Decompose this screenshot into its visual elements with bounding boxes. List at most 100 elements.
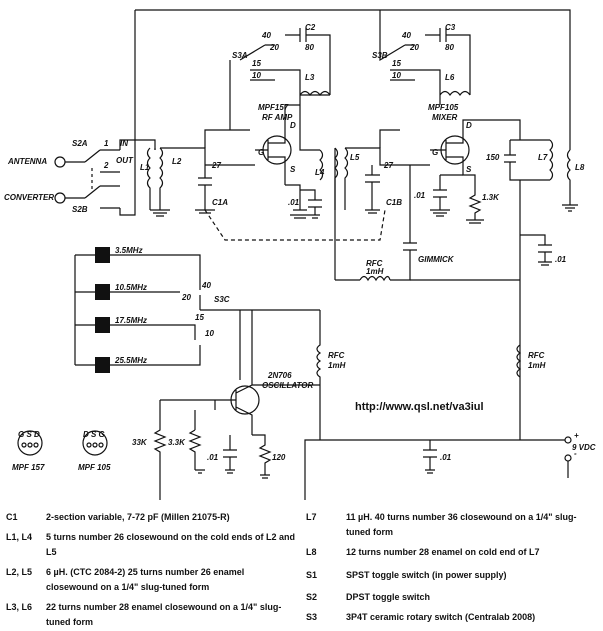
c01-rf-label: .01: [288, 198, 300, 207]
parts-desc: 2-section variable, 7-72 pF (Millen 2107…: [46, 512, 230, 522]
q2-drain-label: D: [466, 121, 472, 130]
parts-ref: L1, L4: [6, 532, 33, 542]
l3-label: L3: [305, 73, 315, 82]
rfc3-value: 1mH: [528, 361, 546, 370]
parts-desc: 3P4T ceramic rotary switch (Centralab 20…: [346, 612, 536, 622]
s3a-label: S3A: [232, 51, 248, 60]
rfc1-value: 1mH: [366, 267, 384, 276]
parts-ref: L8: [306, 547, 317, 557]
rfc3-label: RFC: [528, 351, 545, 360]
s3b-10-label: 10: [392, 71, 401, 80]
supply-voltage-label: 9 VDC: [572, 443, 596, 452]
c2-value: 80: [305, 43, 314, 52]
r3-3k-label: 3.3K: [168, 438, 186, 447]
rfc1-label: RFC: [366, 259, 383, 268]
crystal-25-5mhz-label: 25.5MHz: [114, 356, 147, 365]
parts-ref: L2, L5: [6, 567, 33, 577]
wiring: [54, 9, 578, 500]
s3b-20-label: 20: [409, 43, 419, 52]
pinout-mpf157: [17, 430, 43, 456]
parts-desc: 11 µH. 40 turns number 36 closewound on …: [346, 512, 577, 537]
q1-part-label: MPF157: [258, 103, 289, 112]
parts-desc: 6 µH. (CTC 2084-2) 25 turns number 26 en…: [46, 567, 245, 592]
s3c-15-label: 15: [195, 313, 204, 322]
s3c-20-label: 20: [181, 293, 191, 302]
c3-value: 80: [445, 43, 454, 52]
in-label: IN: [120, 139, 128, 148]
s3c-label: S3C: [214, 295, 230, 304]
l1-label: L1: [140, 163, 150, 172]
pinout-mpf105-pins: D S G: [83, 430, 105, 439]
r33k-label: 33K: [132, 438, 148, 447]
s3a-15-label: 15: [252, 59, 261, 68]
c1b-label: C1B: [386, 198, 402, 207]
parts-desc: DPST toggle switch: [346, 592, 431, 602]
s3c-40-label: 40: [201, 281, 211, 290]
q2-gate-label: G: [432, 148, 438, 157]
supply-minus-label: -: [574, 449, 577, 458]
rfc2-value: 1mH: [328, 361, 346, 370]
parts-ref: C1: [6, 512, 18, 522]
circuit-schematic: ANTENNA CONVERTER S2A S2B IN OUT 1 2 S3A…: [4, 9, 596, 500]
q1-source-label: S: [290, 165, 296, 174]
l7-label: L7: [538, 153, 548, 162]
c27a-label: 27: [211, 161, 221, 170]
parts-ref: S3: [306, 612, 318, 622]
parts-desc: SPST toggle switch (in power supply): [346, 570, 507, 580]
source-url: http://www.qsl.net/va3iul: [355, 401, 484, 413]
rfc2-label: RFC: [328, 351, 345, 360]
s3a-10-label: 10: [252, 71, 261, 80]
crystal-25-5mhz: [95, 357, 110, 373]
s3b-15-label: 15: [392, 59, 401, 68]
l4-label: L4: [315, 168, 325, 177]
s3b-40-label: 40: [401, 31, 411, 40]
q3-role-label: OSCILLATOR: [262, 381, 313, 390]
l8-label: L8: [575, 163, 585, 172]
antenna-label: ANTENNA: [7, 157, 47, 166]
switch-pos-1-label: 1: [104, 139, 109, 148]
pinout-mpf105-label: MPF 105: [78, 463, 111, 472]
parts-desc: 22 turns number 28 enamel closewound on …: [46, 602, 282, 627]
parts-desc: 12 turns number 28 enamel on cold end of…: [346, 547, 540, 557]
supply-plus-label: +: [574, 431, 579, 440]
q1-role-label: RF AMP: [262, 113, 293, 122]
crystal-10-5mhz: [95, 284, 110, 300]
s3c-10-label: 10: [205, 329, 214, 338]
crystal-3-5mhz-label: 3.5MHz: [115, 246, 143, 255]
parts-ref: L3, L6: [6, 602, 33, 612]
l5-label: L5: [350, 153, 360, 162]
q2-source-label: S: [466, 165, 472, 174]
c27b-label: 27: [383, 161, 393, 170]
c01-osc-label: .01: [207, 453, 219, 462]
c01-output-label: .01: [555, 255, 567, 264]
s3a-40-label: 40: [261, 31, 271, 40]
c01-supply-label: .01: [440, 453, 452, 462]
crystal-3-5mhz: [95, 247, 110, 263]
parts-ref: S2: [306, 592, 318, 602]
q1-drain-label: D: [290, 121, 296, 130]
s2b-label: S2B: [72, 205, 88, 214]
l6-label: L6: [445, 73, 455, 82]
crystal-10-5mhz-label: 10.5MHz: [115, 283, 147, 292]
c2-label: C2: [305, 23, 316, 32]
converter-label: CONVERTER: [4, 193, 54, 202]
crystal-17-5mhz: [95, 317, 110, 333]
q3-part-label: 2N706: [267, 371, 292, 380]
pinout-mpf157-label: MPF 157: [12, 463, 45, 472]
crystal-17-5mhz-label: 17.5MHz: [115, 316, 147, 325]
parts-ref: L7: [306, 512, 317, 522]
parts-desc: 5 turns number 26 closewound on the cold…: [46, 532, 296, 557]
c150-label: 150: [486, 153, 500, 162]
q2-part-label: MPF105: [428, 103, 459, 112]
q1-gate-label: G: [258, 148, 264, 157]
r120-label: 120: [272, 453, 286, 462]
out-label: OUT: [116, 156, 134, 165]
c3-label: C3: [445, 23, 456, 32]
switch-pos-2-label: 2: [103, 161, 109, 170]
parts-list: C1 2-section variable, 7-72 pF (Millen 2…: [6, 510, 598, 628]
s3a-20-label: 20: [269, 43, 279, 52]
c01-mixer-label: .01: [414, 191, 426, 200]
parts-ref: S1: [306, 570, 318, 580]
l2-label: L2: [172, 157, 182, 166]
r-1-3k-label: 1.3K: [482, 193, 500, 202]
